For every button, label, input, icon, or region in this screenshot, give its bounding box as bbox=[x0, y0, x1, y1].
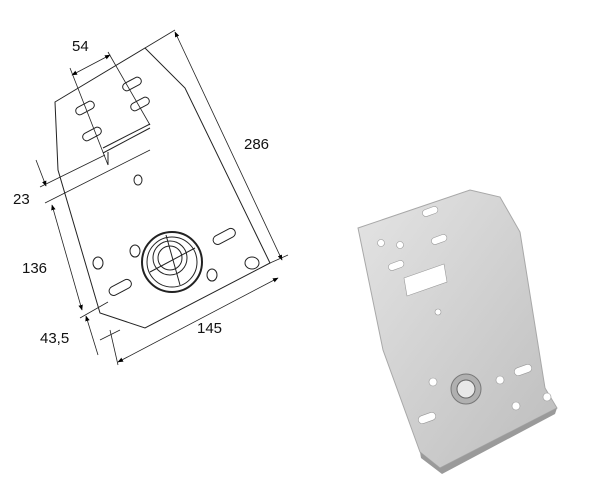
bracket-photo bbox=[357, 189, 558, 474]
dimension-total-height: 286 bbox=[244, 136, 270, 153]
dimension-lines bbox=[35, 29, 289, 366]
dimension-lower-offset: 43,5 bbox=[40, 330, 70, 347]
dimension-middle-height: 136 bbox=[22, 260, 48, 277]
dimension-upper-offset: 23 bbox=[13, 191, 30, 208]
dimension-width: 145 bbox=[197, 320, 223, 337]
bracket-outline bbox=[54, 47, 271, 329]
dimension-slot-spacing: 54 bbox=[72, 38, 89, 55]
